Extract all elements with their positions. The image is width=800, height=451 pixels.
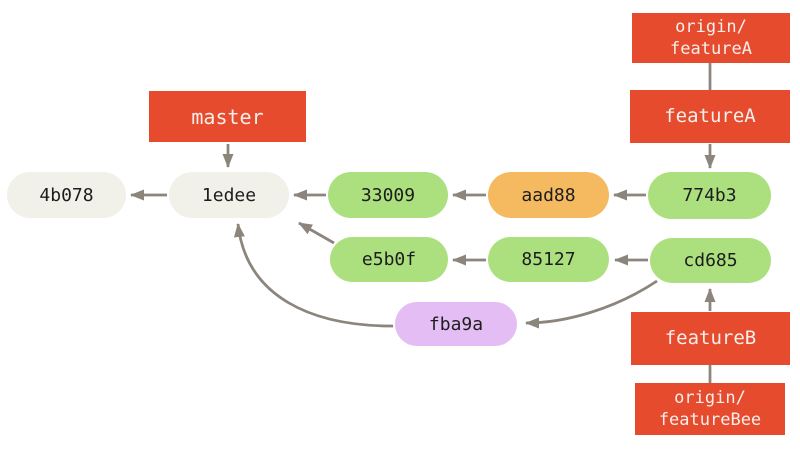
ref-label-text: featureA	[664, 105, 756, 128]
commit-node-e5b0f: e5b0f	[330, 237, 448, 282]
commit-hash: e5b0f	[361, 249, 417, 270]
commit-hash: 774b3	[682, 185, 737, 206]
ref-label-origin-featureA: origin/ featureA	[632, 13, 790, 63]
commit-node-85127: 85127	[488, 237, 609, 282]
commit-node-fba9a: fba9a	[395, 302, 517, 346]
ref-label-master: master	[149, 91, 306, 142]
commit-hash: fba9a	[428, 313, 484, 335]
commit-hash: 4b078	[39, 184, 94, 206]
commit-node-4b078: 4b078	[7, 172, 126, 218]
ref-label-featureB: featureB	[631, 312, 790, 365]
commit-node-33009: 33009	[328, 172, 448, 218]
ref-label-line: featureA	[670, 39, 752, 59]
edge-fba9a-to-1edee	[233, 223, 398, 328]
commit-hash: 85127	[521, 249, 576, 270]
edge-e5b0f-to-1edee	[298, 221, 335, 245]
commit-node-774b3: 774b3	[648, 172, 771, 219]
ref-label-text: master	[191, 104, 264, 129]
commit-node-1edee: 1edee	[169, 172, 289, 218]
ref-label-text: featureB	[664, 327, 757, 350]
commit-node-cd685: cd685	[650, 238, 771, 283]
commit-node-aad88: aad88	[488, 172, 609, 218]
ref-label-line: featureBee	[658, 410, 762, 430]
commit-hash: cd685	[683, 250, 738, 271]
commit-hash: 33009	[360, 184, 416, 206]
edge-cd685-to-fba9a	[525, 279, 658, 329]
ref-label-line: origin/	[674, 387, 746, 408]
commit-hash: aad88	[521, 184, 576, 206]
ref-label-featureA: featureA	[630, 90, 790, 143]
commit-hash: 1edee	[201, 184, 257, 206]
ref-label-line: origin/	[675, 16, 747, 37]
ref-label-origin-featureBee: origin/ featureBee	[635, 383, 785, 435]
